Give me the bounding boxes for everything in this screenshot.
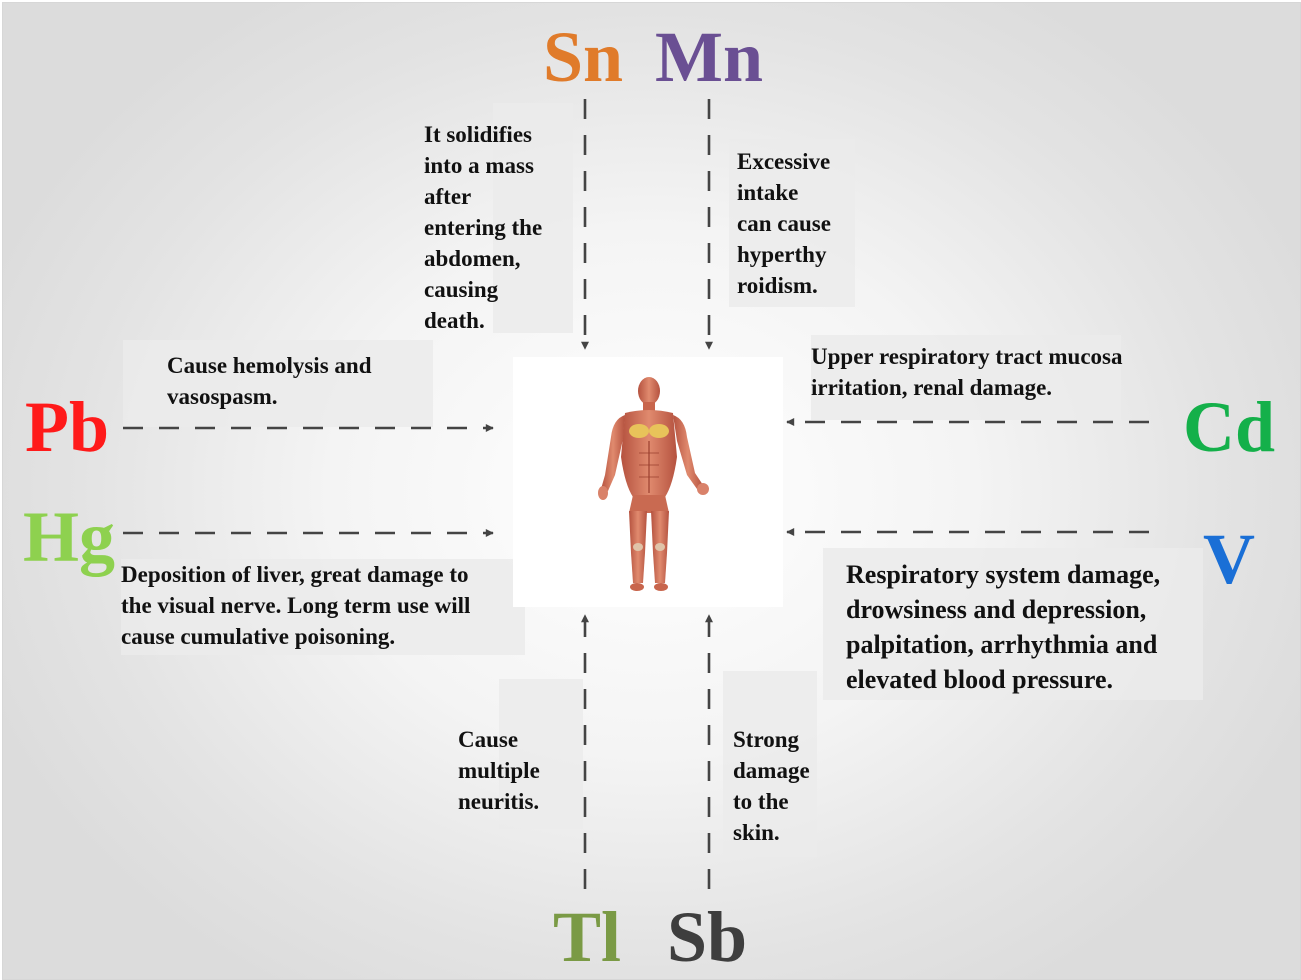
tl-text-box bbox=[499, 679, 583, 829]
symbol-hg: Hg bbox=[23, 497, 116, 577]
symbol-tl: Tl bbox=[553, 897, 622, 977]
tl-effect-text: Cause multiple neuritis. bbox=[458, 727, 540, 814]
hg-effect-text: Deposition of liver, great damage to the… bbox=[121, 562, 471, 649]
symbol-sn: Sn bbox=[543, 17, 624, 97]
pb-text-box bbox=[123, 340, 433, 427]
symbol-sb: Sb bbox=[667, 897, 748, 977]
symbol-v: V bbox=[1203, 519, 1255, 599]
sb-effect-text: Strong damage to the skin. bbox=[733, 727, 810, 845]
sn-text-box bbox=[493, 103, 573, 333]
cd-text-box bbox=[811, 335, 1121, 420]
arrow-layer bbox=[123, 99, 1149, 889]
mn-text-box bbox=[729, 139, 855, 307]
pb-effect-text: Cause hemolysis and vasospasm. bbox=[167, 353, 372, 409]
mn-effect-text: Excessive intake can cause hyperthy roid… bbox=[737, 149, 831, 298]
human-anatomy-icon bbox=[598, 377, 709, 591]
symbol-mn: Mn bbox=[655, 17, 763, 97]
v-text-box bbox=[823, 548, 1203, 700]
cd-effect-text: Upper respiratory tract mucosa irritatio… bbox=[811, 344, 1123, 400]
sb-text-box bbox=[723, 671, 817, 857]
sn-effect-text: It solidifies into a mass after entering… bbox=[424, 122, 543, 333]
human-body-panel bbox=[513, 357, 783, 607]
v-effect-text: Respiratory system damage, drowsiness an… bbox=[846, 560, 1161, 694]
symbol-pb: Pb bbox=[25, 387, 110, 467]
symbol-cd: Cd bbox=[1183, 387, 1276, 467]
hg-text-box bbox=[121, 559, 525, 655]
